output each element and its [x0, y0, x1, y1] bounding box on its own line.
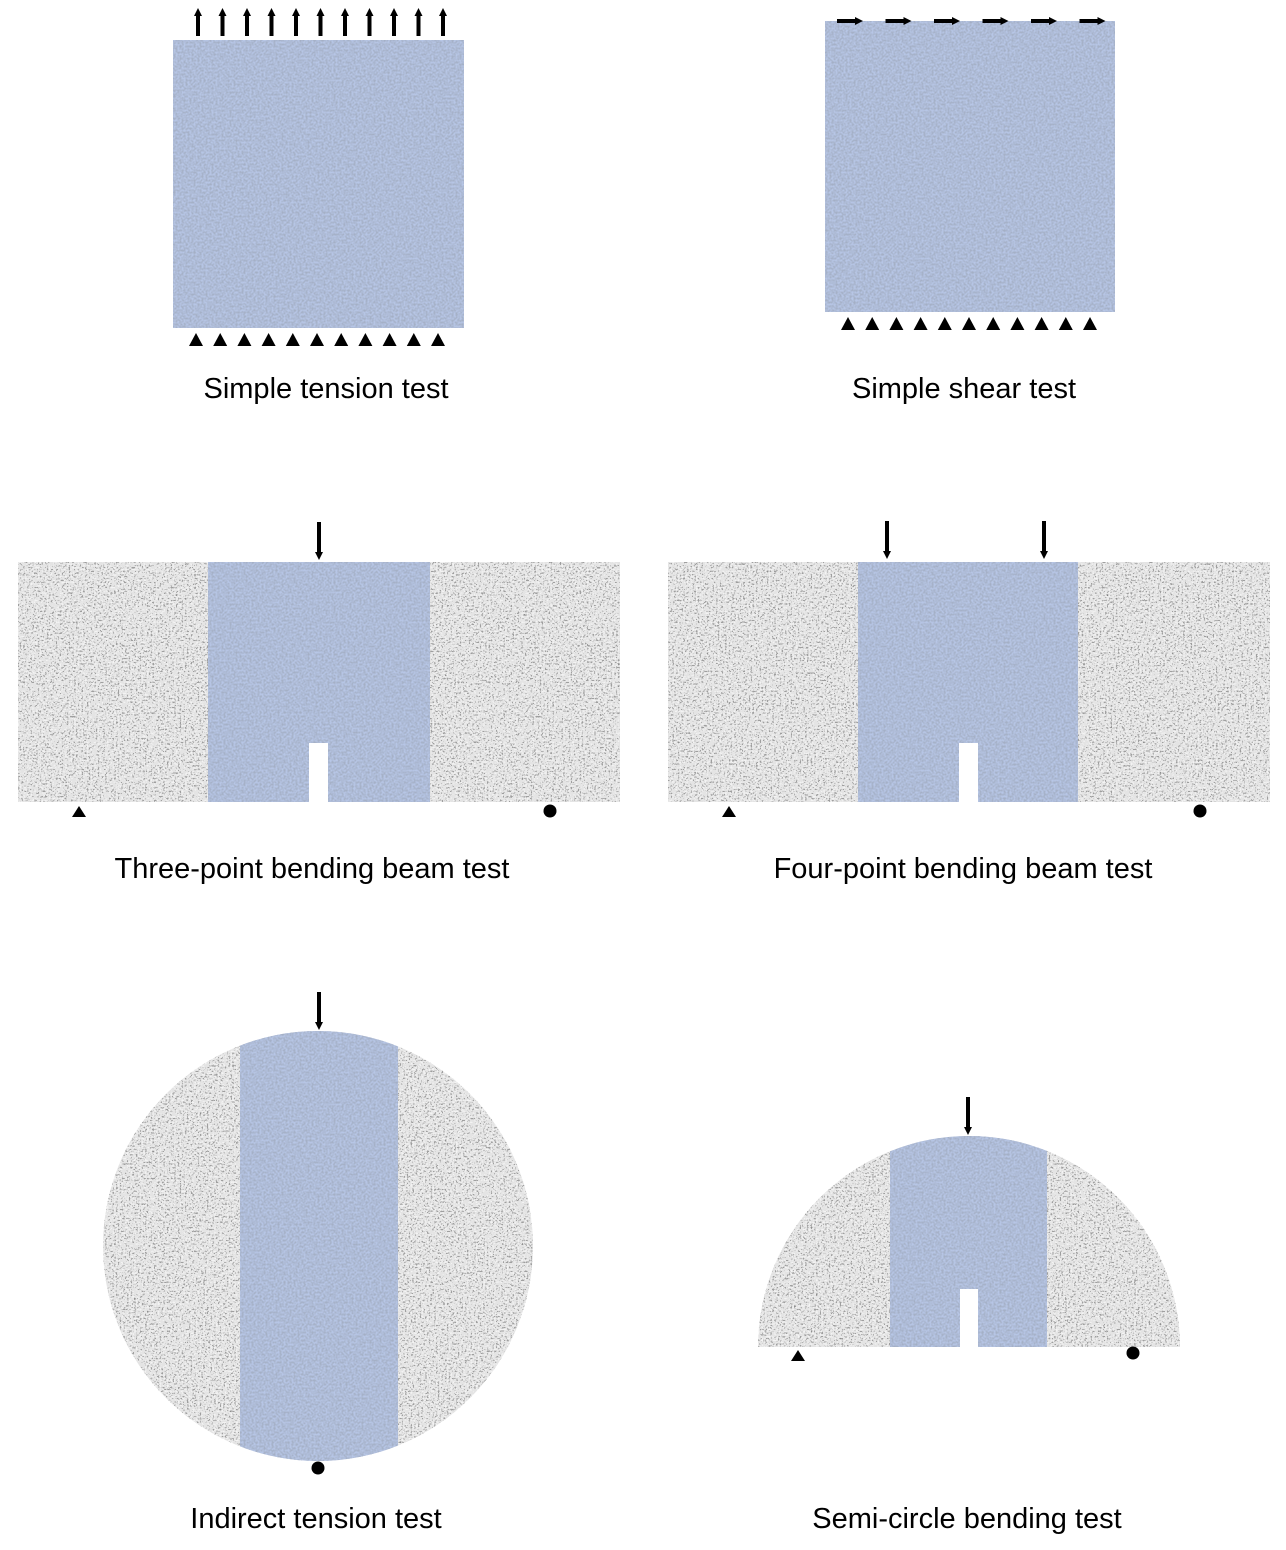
triangle-support-icon [213, 333, 228, 346]
specimen-block [825, 21, 1115, 312]
triangle-support-icon [1010, 317, 1025, 330]
panel-three-point-bending [18, 522, 620, 818]
beam-specimen [18, 562, 620, 803]
semi-circle-specimen [758, 1136, 1180, 1347]
specimen-block [173, 40, 464, 328]
roller-support-icon [311, 1461, 325, 1475]
caption-simple-shear: Simple shear test [851, 373, 1077, 405]
notch [959, 743, 978, 803]
caption-three-point-bending: Three-point bending beam test [114, 853, 510, 885]
disc-specimen [103, 1031, 533, 1461]
caption-simple-tension: Simple tension test [203, 373, 449, 405]
triangle-support-icon [72, 806, 86, 817]
triangle-support-icon [791, 1350, 805, 1361]
triangle-support-icon [865, 317, 880, 330]
triangle-support-icon [189, 333, 203, 346]
notch [309, 743, 328, 803]
triangle-support-icon [913, 317, 928, 330]
triangle-support-icon [841, 317, 855, 330]
triangle-support-icon [722, 806, 736, 817]
caption-semi-circle-bending: Semi-circle bending test [812, 1503, 1122, 1535]
caption-indirect-tension: Indirect tension test [190, 1503, 442, 1535]
triangle-support-icon [382, 333, 397, 346]
roller-support-icon [1193, 804, 1207, 818]
triangle-support-icon [261, 333, 276, 346]
triangle-support-icon [310, 333, 324, 346]
triangle-support-icon [1058, 317, 1073, 330]
triangle-support-icon [962, 317, 976, 330]
triangle-support-icon [1083, 317, 1097, 330]
triangle-support-icon [431, 333, 445, 346]
panel-indirect-tension [103, 992, 533, 1475]
triangle-support-icon [937, 317, 952, 330]
panel-simple-tension [173, 8, 464, 346]
triangle-support-icon [237, 333, 252, 346]
caption-four-point-bending: Four-point bending beam test [773, 853, 1153, 885]
triangle-support-icon [358, 333, 373, 346]
triangle-supports [841, 317, 1097, 330]
panel-simple-shear [825, 17, 1115, 330]
triangle-supports [189, 333, 445, 346]
beam-specimen [668, 562, 1270, 803]
triangle-support-icon [1034, 317, 1049, 330]
triangle-support-icon [889, 317, 904, 330]
roller-support-icon [1126, 1346, 1140, 1360]
triangle-support-icon [406, 333, 421, 346]
triangle-support-icon [334, 333, 349, 346]
panel-four-point-bending [668, 521, 1270, 818]
triangle-support-icon [285, 333, 300, 346]
roller-support-icon [543, 804, 557, 818]
panel-semi-circle-bending [758, 1097, 1180, 1361]
triangle-support-icon [986, 317, 1001, 330]
upward-load-arrows [194, 8, 447, 36]
notch [960, 1289, 978, 1347]
